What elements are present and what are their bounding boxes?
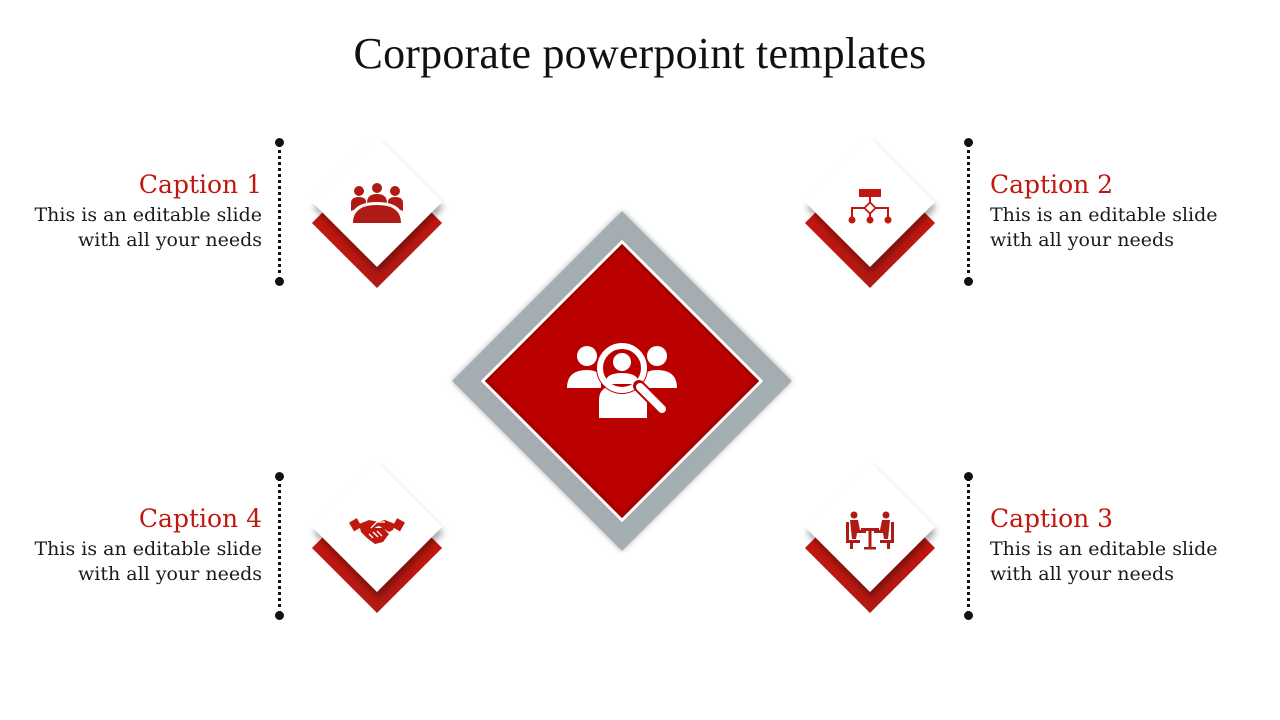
item-4-caption-block: Caption 4 This is an editable slide with… [2, 504, 262, 587]
item-4-divider-dot-bottom [275, 611, 284, 620]
item-3-divider [967, 477, 970, 615]
item-2-divider-dot-bottom [964, 277, 973, 286]
item-2-diamond [804, 136, 936, 297]
item-2-divider-dot-top [964, 138, 973, 147]
meeting-table-icon [846, 511, 894, 550]
item-3-text-line1: This is an editable slide [990, 538, 1218, 560]
org-chart-icon [848, 189, 892, 224]
item-2-divider [967, 143, 970, 281]
item-1-text-line2: with all your needs [78, 229, 262, 251]
item-3-diamond [804, 461, 936, 622]
item-4-text-line1: This is an editable slide [34, 538, 262, 560]
slide-title: Corporate powerpoint templates [353, 29, 927, 78]
item-3-text-line2: with all your needs [990, 563, 1174, 585]
item-2-caption-block: Caption 2 This is an editable slide with… [990, 170, 1250, 253]
meeting-group-icon [351, 183, 403, 223]
item-3-caption-block: Caption 3 This is an editable slide with… [990, 504, 1250, 587]
item-3-divider-dot-bottom [964, 611, 973, 620]
item-4-divider [278, 477, 281, 615]
item-3-divider-dot-top [964, 472, 973, 481]
handshake-icon [349, 518, 405, 544]
item-2-caption: Caption 2 [990, 170, 1114, 199]
item-1-caption: Caption 1 [138, 170, 262, 199]
people-search-icon [567, 342, 677, 418]
item-3-caption: Caption 3 [990, 504, 1114, 533]
item-2-text-line2: with all your needs [990, 229, 1174, 251]
item-2-text-line1: This is an editable slide [990, 204, 1218, 226]
item-4-divider-dot-top [275, 472, 284, 481]
item-1-divider [278, 143, 281, 281]
item-4-caption: Caption 4 [138, 504, 262, 533]
item-1-divider-dot-bottom [275, 277, 284, 286]
item-1-divider-dot-top [275, 138, 284, 147]
item-4-text-line2: with all your needs [78, 563, 262, 585]
item-1-caption-block: Caption 1 This is an editable slide with… [2, 170, 262, 253]
item-4-diamond [311, 461, 443, 622]
item-1-text-line1: This is an editable slide [34, 204, 262, 226]
item-1-diamond [311, 136, 443, 297]
